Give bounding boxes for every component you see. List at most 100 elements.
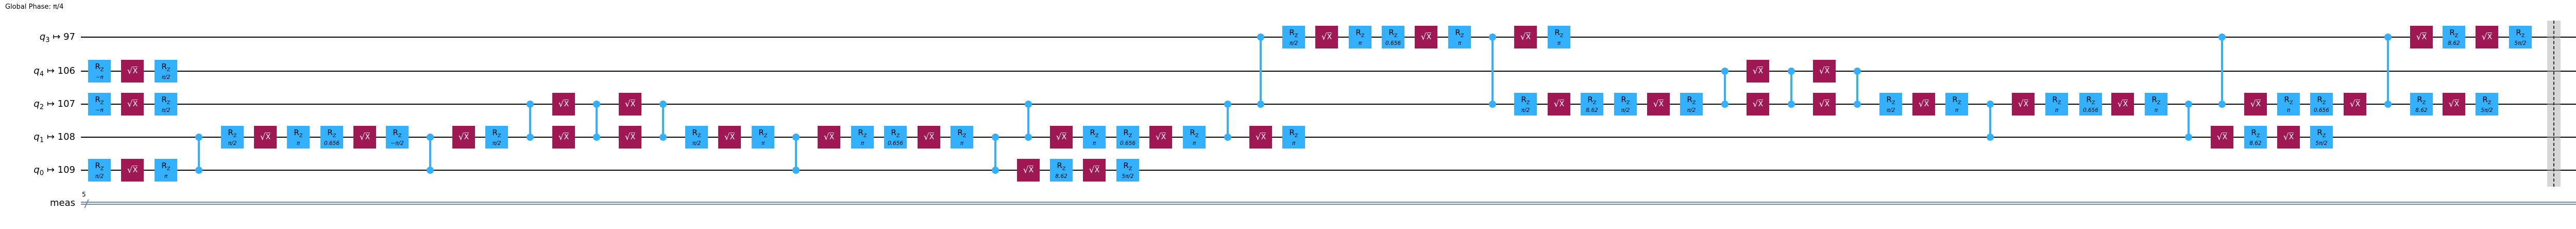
sx-gate: √X: [2244, 93, 2267, 116]
cz-connector-line: [1856, 71, 1858, 104]
sx-gate: √X: [1647, 93, 1670, 116]
sx-gate: √X: [1548, 93, 1570, 116]
sx-gate: √X: [2211, 126, 2233, 149]
cz-connector-line: [1492, 37, 1494, 104]
cz-connector-line: [795, 137, 797, 170]
sx-gate: √X: [1415, 26, 1437, 48]
cz-control-dot: [792, 167, 800, 174]
barrier-dashed-line: [2553, 21, 2554, 187]
sx-gate: √X: [1747, 60, 1769, 83]
cz-control-dot: [2185, 134, 2192, 141]
global-phase-label: Global Phase: π/4: [5, 3, 64, 11]
sx-gate: √X: [353, 126, 376, 149]
cz-control-dot: [427, 134, 434, 141]
qubit-label-q3: q3 ↦ 97: [39, 31, 75, 44]
qubit-wire-q1: [81, 137, 2576, 138]
sx-gate: √X: [1747, 93, 1769, 116]
cz-control-dot: [527, 134, 534, 141]
cz-control-dot: [1489, 101, 1496, 108]
sx-gate: √X: [2277, 126, 2300, 149]
cz-control-dot: [1025, 101, 1032, 108]
cz-control-dot: [427, 167, 434, 174]
cz-connector-line: [1027, 104, 1029, 137]
cz-control-dot: [2384, 101, 2392, 108]
cz-control-dot: [1721, 68, 1728, 75]
qubit-label-q4: q4 ↦ 106: [33, 66, 75, 78]
sx-gate: √X: [718, 126, 741, 149]
sx-gate: √X: [619, 93, 641, 116]
rz-gate: RZ−π: [88, 93, 111, 116]
sx-gate: √X: [1249, 126, 1272, 149]
cz-connector-line: [529, 104, 531, 137]
sx-gate: √X: [2476, 26, 2498, 48]
sx-gate: √X: [2344, 93, 2366, 116]
cz-control-dot: [195, 167, 202, 174]
cz-control-dot: [1854, 68, 1861, 75]
cz-control-dot: [992, 167, 999, 174]
sx-gate: √X: [818, 126, 840, 149]
cz-control-dot: [1489, 34, 1496, 41]
cz-control-dot: [1025, 134, 1032, 141]
cz-connector-line: [198, 137, 200, 170]
sx-gate: √X: [452, 126, 475, 149]
sx-gate: √X: [2012, 93, 2035, 116]
cz-control-dot: [2218, 34, 2226, 41]
qubit-wire-q2: [81, 104, 2576, 105]
sx-gate: √X: [1514, 26, 1537, 48]
sx-gate: √X: [2111, 93, 2134, 116]
cz-connector-line: [1227, 104, 1229, 137]
cz-control-dot: [1257, 101, 1264, 108]
creg-label: meas: [49, 198, 75, 208]
cz-control-dot: [1854, 101, 1861, 108]
cz-connector-line: [429, 137, 431, 170]
qubit-wire-q4: [81, 71, 2576, 72]
cz-control-dot: [1721, 101, 1728, 108]
cz-control-dot: [2185, 101, 2192, 108]
sx-gate: √X: [918, 126, 940, 149]
cz-control-dot: [1788, 68, 1795, 75]
sx-gate: √X: [1050, 126, 1073, 149]
cz-control-dot: [1224, 101, 1231, 108]
sx-gate: √X: [121, 60, 144, 83]
sx-gate: √X: [2410, 26, 2433, 48]
qubit-label-q0: q0 ↦ 109: [33, 165, 75, 177]
cz-control-dot: [659, 101, 667, 108]
cz-connector-line: [2221, 37, 2223, 104]
cz-connector-line: [2188, 104, 2190, 137]
cz-control-dot: [1987, 134, 1994, 141]
cz-connector-line: [2387, 37, 2389, 104]
sx-gate: √X: [619, 126, 641, 149]
sx-gate: √X: [1315, 26, 1338, 48]
sx-gate: √X: [1912, 93, 1935, 116]
sx-gate: √X: [552, 93, 575, 116]
sx-gate: √X: [1017, 159, 1040, 182]
